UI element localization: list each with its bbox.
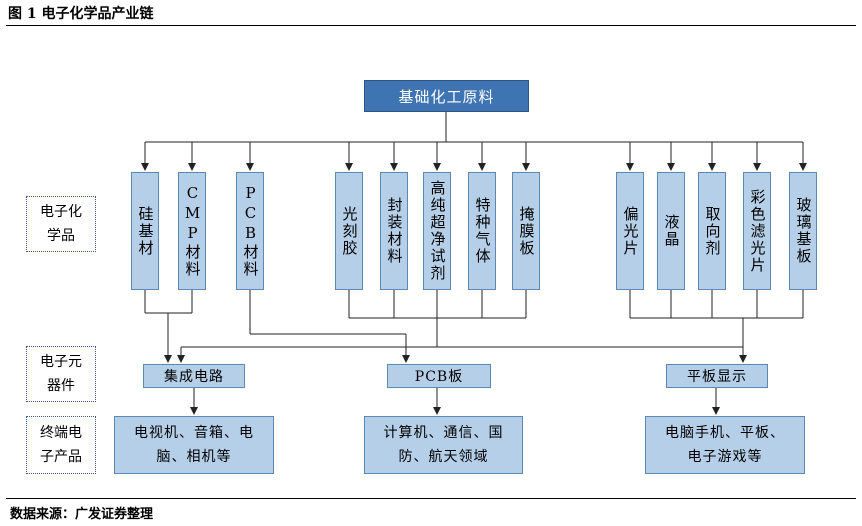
chem-node-label: 硅基材 xyxy=(136,205,155,257)
chem-node-high-purity-reagents: 高纯超净试剂 xyxy=(423,172,451,290)
terminal-node-line: 防、航天领域 xyxy=(398,449,489,465)
chem-node-label: 取向剂 xyxy=(703,205,722,257)
chem-node-pcb-materials: PCB材料 xyxy=(236,172,264,290)
chem-node-label: CMP材料 xyxy=(183,184,202,278)
chem-node-label: 玻璃基板 xyxy=(794,197,813,265)
chem-node-label: 光刻胶 xyxy=(340,205,359,257)
component-node-pcb-board: PCB板 xyxy=(387,364,491,388)
chem-node-photomask: 掩膜板 xyxy=(512,172,540,290)
chem-node-alignment-agent: 取向剂 xyxy=(698,172,726,290)
terminal-node-mobile-gaming: 电脑手机、平板、 电子游戏等 xyxy=(645,416,805,474)
chem-node-label: 掩膜板 xyxy=(517,205,536,257)
component-node-flat-panel-display: 平板显示 xyxy=(666,364,768,388)
chem-node-label: PCB材料 xyxy=(241,184,260,278)
chem-node-label: 彩色滤光片 xyxy=(748,188,767,274)
row-label-electronic-components: 电子元器件 xyxy=(26,346,96,402)
terminal-node-consumer-electronics: 电视机、音箱、电 脑、相机等 xyxy=(114,416,274,474)
chem-node-packaging-materials: 封装材料 xyxy=(380,172,408,290)
bottom-rule xyxy=(6,498,856,499)
row-label-line: 终端电 xyxy=(40,425,82,441)
chem-node-label: 封装材料 xyxy=(385,197,404,265)
chem-node-label: 偏光片 xyxy=(621,205,640,257)
row-label-line: 电子元 xyxy=(40,354,82,370)
chem-node-silicon-substrate: 硅基材 xyxy=(131,172,159,290)
terminal-node-line: 电子游戏等 xyxy=(687,449,763,465)
terminal-node-line: 脑、相机等 xyxy=(156,449,232,465)
figure-title: 图 1 电子化学品产业链 xyxy=(8,6,154,22)
row-label-line: 电子化 xyxy=(40,204,82,220)
row-label-line: 学品 xyxy=(47,228,75,244)
top-rule xyxy=(6,25,856,26)
row-label-terminal-products: 终端电子产品 xyxy=(26,416,96,474)
row-label-line: 器件 xyxy=(47,378,75,394)
chem-node-specialty-gases: 特种气体 xyxy=(468,172,496,290)
terminal-node-line: 计算机、通信、国 xyxy=(383,425,504,441)
chem-node-label: 液晶 xyxy=(662,214,681,248)
root-node-basic-chemical-materials: 基础化工原料 xyxy=(364,80,529,112)
figure-source: 数据来源：广发证券整理 xyxy=(10,507,154,522)
chem-node-color-filter: 彩色滤光片 xyxy=(743,172,771,290)
chem-node-glass-substrate: 玻璃基板 xyxy=(789,172,817,290)
row-label-line: 子产品 xyxy=(40,449,82,465)
chem-node-photoresist: 光刻胶 xyxy=(335,172,363,290)
chem-node-label: 特种气体 xyxy=(473,197,492,265)
row-label-electronic-chemicals: 电子化学品 xyxy=(26,196,96,252)
chem-node-cmp-materials: CMP材料 xyxy=(178,172,206,290)
chem-node-liquid-crystal: 液晶 xyxy=(657,172,685,290)
component-node-integrated-circuit: 集成电路 xyxy=(143,364,245,388)
terminal-node-line: 电视机、音箱、电 xyxy=(134,425,254,441)
terminal-node-line: 电脑手机、平板、 xyxy=(665,425,785,441)
chem-node-label: 高纯超净试剂 xyxy=(428,180,447,282)
terminal-node-computing-defense: 计算机、通信、国 防、航天领域 xyxy=(364,416,523,474)
chem-node-polarizer: 偏光片 xyxy=(616,172,644,290)
